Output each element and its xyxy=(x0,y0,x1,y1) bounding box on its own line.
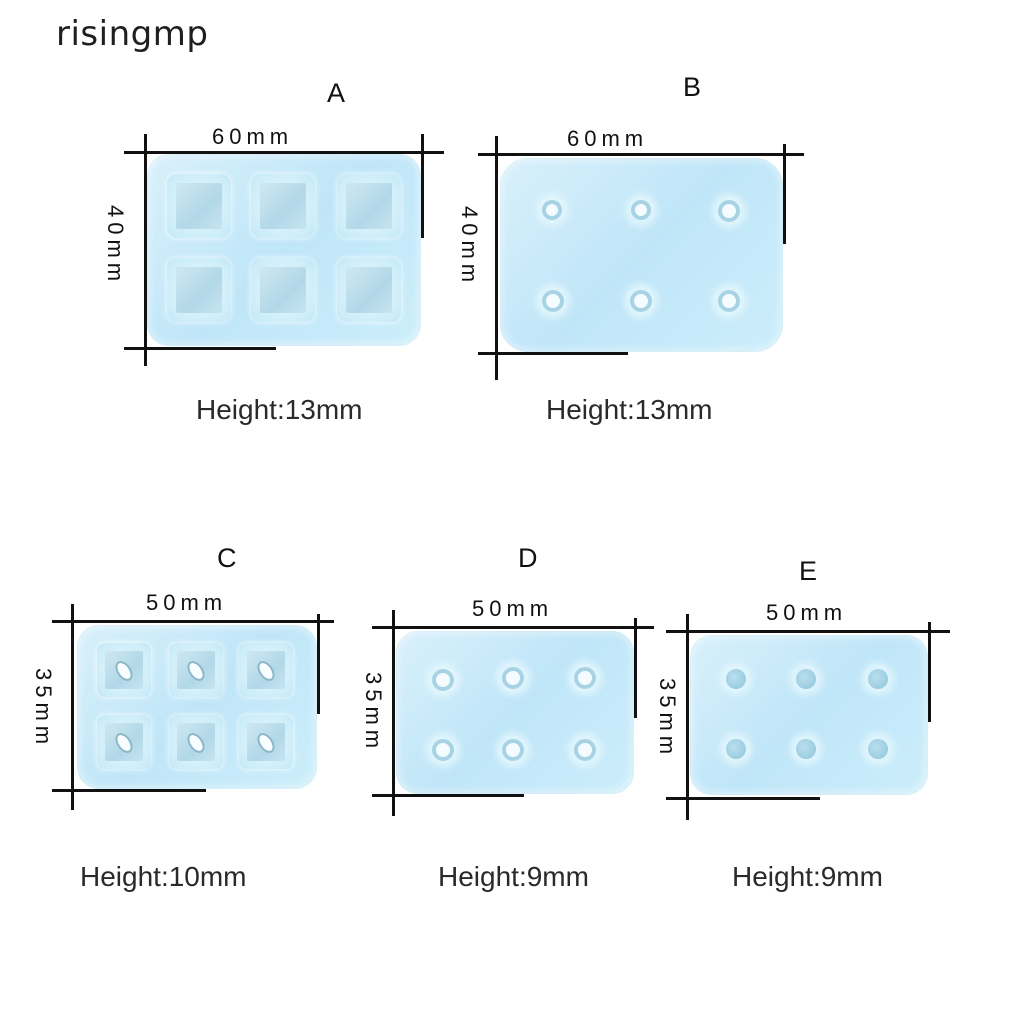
mold-c-top-line xyxy=(52,620,334,623)
mold-b-bottom-line xyxy=(478,352,628,355)
mold-e-width-label: 50mm xyxy=(766,600,848,625)
mold-d-cavity xyxy=(502,667,524,689)
mold-a-bottom-line xyxy=(124,347,276,350)
mold-e-body xyxy=(690,635,928,795)
mold-d-bottom-line xyxy=(372,794,524,797)
mold-b-cavity xyxy=(718,200,740,222)
mold-a-cavity xyxy=(337,174,401,238)
mold-e-left-line xyxy=(686,614,689,820)
mold-b-cavity xyxy=(631,200,651,220)
mold-e-cavity xyxy=(868,739,888,759)
mold-c-bottom-line xyxy=(52,789,206,792)
mold-b-length-label: 40mm xyxy=(457,206,482,288)
mold-d-right-line xyxy=(634,618,637,718)
mold-a-right-line xyxy=(421,134,424,238)
mold-d-letter: D xyxy=(518,543,538,573)
mold-c-body xyxy=(77,625,317,789)
mold-b-width-label: 60mm xyxy=(567,126,649,151)
mold-c-height-label: Height:10mm xyxy=(80,861,247,892)
mold-b-cavity xyxy=(542,200,562,220)
mold-b-cavity xyxy=(630,290,652,312)
mold-a-cavity xyxy=(167,174,231,238)
mold-d-cavity xyxy=(574,667,596,689)
mold-d-length-label: 35mm xyxy=(361,672,386,754)
mold-d-top-line xyxy=(372,626,654,629)
mold-d-height-label: Height:9mm xyxy=(438,861,589,892)
mold-e-cavity xyxy=(796,739,816,759)
mold-d-cavity xyxy=(432,669,454,691)
mold-d-body xyxy=(396,631,634,794)
mold-a-left-line xyxy=(144,134,147,366)
mold-c-width-label: 50mm xyxy=(146,590,228,615)
mold-a-cavity xyxy=(251,258,315,322)
mold-b-cavity xyxy=(542,290,564,312)
mold-b-cavity xyxy=(718,290,740,312)
mold-e-cavity xyxy=(868,669,888,689)
mold-b-letter: B xyxy=(683,72,702,102)
mold-e-cavity xyxy=(726,669,746,689)
mold-c-cavity xyxy=(169,715,223,769)
mold-e-cavity xyxy=(796,669,816,689)
mold-a-cavity xyxy=(167,258,231,322)
mold-b-body xyxy=(500,158,783,352)
mold-c-length-label: 35mm xyxy=(31,668,56,750)
mold-c-cavity xyxy=(239,715,293,769)
mold-e-letter: E xyxy=(799,556,818,586)
mold-b-top-line xyxy=(478,153,804,156)
mold-e-right-line xyxy=(928,622,931,722)
mold-e-bottom-line xyxy=(666,797,820,800)
mold-a-cavity xyxy=(251,174,315,238)
mold-c-letter: C xyxy=(217,543,237,573)
mold-a-height-label: Height:13mm xyxy=(196,394,363,425)
mold-d-cavity xyxy=(574,739,596,761)
mold-d-width-label: 50mm xyxy=(472,596,554,621)
mold-c-left-line xyxy=(71,604,74,810)
mold-a-top-line xyxy=(124,151,444,154)
mold-e-top-line xyxy=(666,630,950,633)
mold-c-cavity xyxy=(97,643,151,697)
mold-a-letter: A xyxy=(327,78,346,108)
mold-c-right-line xyxy=(317,614,320,714)
mold-c-cavity xyxy=(97,715,151,769)
mold-b-height-label: Height:13mm xyxy=(546,394,713,425)
mold-d-cavity xyxy=(502,739,524,761)
mold-a-cavity xyxy=(337,258,401,322)
mold-a-length-label: 40mm xyxy=(103,205,128,287)
mold-c-cavity xyxy=(169,643,223,697)
mold-b-left-line xyxy=(495,136,498,380)
mold-d-cavity xyxy=(432,739,454,761)
mold-e-height-label: Height:9mm xyxy=(732,861,883,892)
mold-e-length-label: 35mm xyxy=(655,678,680,760)
mold-a-body xyxy=(147,154,421,346)
mold-b-right-line xyxy=(783,144,786,244)
mold-d-left-line xyxy=(392,610,395,816)
mold-e-cavity xyxy=(726,739,746,759)
mold-a-width-label: 60mm xyxy=(212,124,294,149)
mold-c-cavity xyxy=(239,643,293,697)
brand-watermark: risingmp xyxy=(56,14,209,54)
